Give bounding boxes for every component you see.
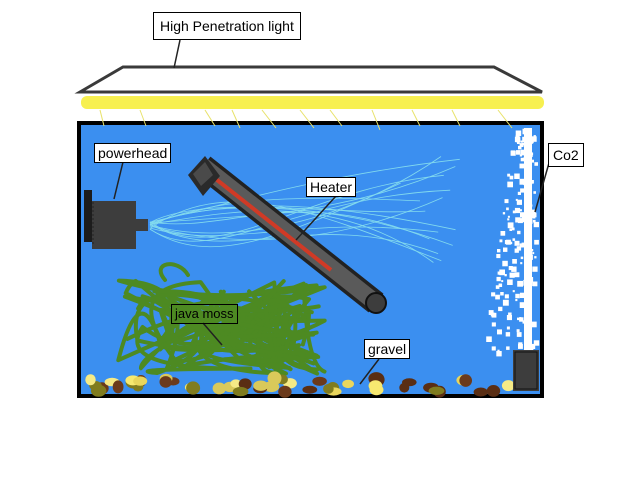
- co2-diffuser-icon: [513, 128, 539, 391]
- light-label-leader: [173, 39, 181, 69]
- gravel-label-leader: [359, 358, 380, 385]
- co2-label-leader: [534, 162, 550, 213]
- heater-label-leader: [295, 195, 337, 241]
- heater-label: Heater: [306, 177, 357, 197]
- powerhead-label: powerhead: [94, 143, 172, 163]
- java-moss-label-leader: [202, 322, 223, 346]
- light-bar: [81, 96, 544, 109]
- heater-icon: [188, 156, 387, 314]
- java-moss-label: java moss: [171, 304, 238, 324]
- light-rays: [99, 109, 513, 131]
- gravel-label: gravel: [364, 339, 411, 359]
- light-label: High Penetration light: [153, 12, 301, 40]
- light-hood: [74, 65, 543, 94]
- co2-label: Co2: [548, 143, 584, 167]
- java-moss-icon: [116, 262, 327, 376]
- powerhead-icon: [84, 190, 148, 249]
- powerhead-label-leader: [113, 161, 124, 200]
- gravel-icon: [85, 371, 515, 398]
